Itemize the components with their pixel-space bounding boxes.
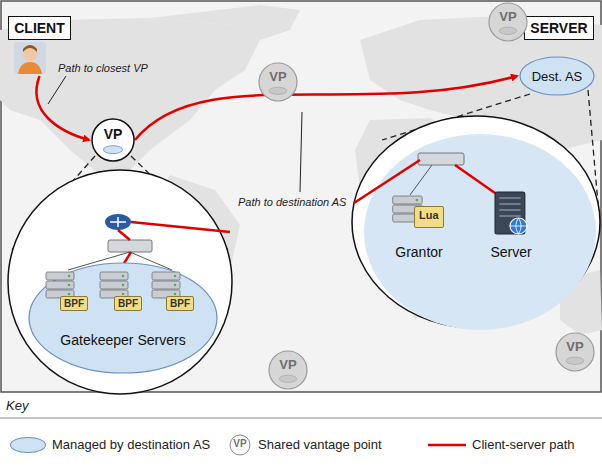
gatekeeper-server: BPF [150, 270, 194, 318]
web-server-shape [478, 190, 544, 274]
node-text: Server [478, 244, 544, 260]
path-note: Path to closest VP [58, 62, 148, 74]
node-text: VP [488, 9, 528, 24]
destination-as: Dest. AS [519, 56, 595, 96]
node-text: Grantor [378, 244, 460, 260]
key-heading: Key [6, 398, 28, 413]
node-text: Gatekeeper Servers [28, 332, 218, 348]
node-text: BPF [166, 296, 194, 311]
grantor-server: LuaGrantor [378, 192, 460, 274]
vantage-point: VP [555, 332, 595, 372]
client-server-path [135, 76, 517, 140]
node-text: VP [555, 339, 595, 354]
node-text: Lua [414, 206, 444, 228]
legend-text: Managed by destination AS [52, 437, 210, 452]
node-text: SERVER [530, 20, 587, 36]
gatekeeper-server: BPF [98, 270, 142, 318]
server-label: SERVER [524, 16, 594, 40]
vantage-point: VP [258, 62, 298, 102]
node-text: Dest. AS [532, 69, 583, 84]
client-server-path [36, 76, 89, 140]
node-text: BPF [114, 296, 142, 311]
node-text: BPF [60, 296, 88, 311]
grantor-server-shape [378, 192, 460, 274]
vantage-point: VP [488, 2, 528, 42]
vantage-point: VP [268, 350, 308, 390]
vantage-point: VP [91, 118, 135, 162]
path-note: Path to destination AS [236, 196, 348, 208]
node-text: VP [258, 69, 298, 84]
legend-swatch [10, 437, 46, 453]
node-text: VP [268, 357, 308, 372]
node-text: VP [91, 126, 135, 142]
legend-vp-symbol: VP [233, 438, 246, 449]
legend-text: Client-server path [472, 437, 575, 452]
legend-text: Shared vantage point [258, 437, 382, 452]
gatekeeper-group: Gatekeeper Servers BPF BPF BPF [28, 262, 218, 374]
node-text: CLIENT [14, 20, 65, 36]
client-label: CLIENT [8, 16, 71, 40]
web-server: Server [478, 190, 544, 274]
gatekeeper-server: BPF [44, 270, 88, 318]
